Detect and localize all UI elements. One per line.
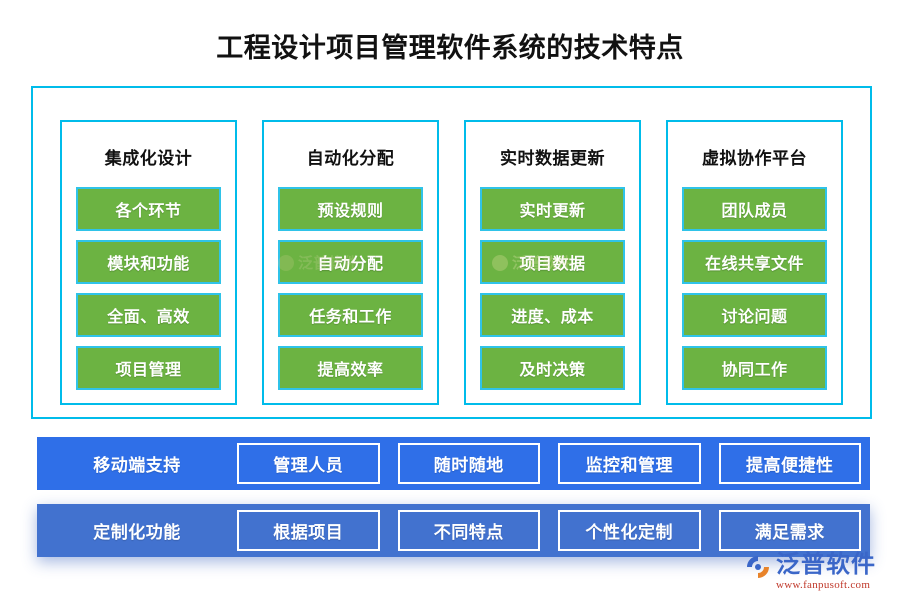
column-group: 集成化设计 各个环节 模块和功能 全面、高效 项目管理 自动化分配 预设规则 自… <box>31 86 872 419</box>
feature-chip[interactable]: 及时决策 <box>480 346 625 390</box>
feature-column-2: 自动化分配 预设规则 自动分配 任务和工作 提高效率 <box>262 120 439 405</box>
brand-logo: 泛普软件 www.fanpusoft.com <box>745 553 876 591</box>
column-title: 实时数据更新 <box>500 149 605 168</box>
feature-column-3: 实时数据更新 实时更新 项目数据 进度、成本 及时决策 <box>464 120 641 405</box>
feature-chip[interactable]: 全面、高效 <box>76 293 221 337</box>
feature-chip[interactable]: 协同工作 <box>682 346 827 390</box>
outer-frame <box>31 86 872 419</box>
feature-column-1: 集成化设计 各个环节 模块和功能 全面、高效 项目管理 <box>60 120 237 405</box>
feature-chip[interactable]: 团队成员 <box>682 187 827 231</box>
bar-chip[interactable]: 个性化定制 <box>558 510 701 551</box>
bar-item-list: 根据项目 不同特点 个性化定制 满足需求 <box>237 504 870 557</box>
brand-name: 泛普软件 <box>776 551 876 578</box>
chip-list: 各个环节 模块和功能 全面、高效 项目管理 <box>76 187 221 390</box>
feature-chip[interactable]: 项目管理 <box>76 346 221 390</box>
feature-column-4: 虚拟协作平台 团队成员 在线共享文件 讨论问题 协同工作 <box>666 120 843 405</box>
feature-chip[interactable]: 在线共享文件 <box>682 240 827 284</box>
feature-chip[interactable]: 预设规则 <box>278 187 423 231</box>
chip-list: 实时更新 项目数据 进度、成本 及时决策 <box>480 187 625 390</box>
fanpu-logo-icon <box>745 554 771 580</box>
feature-chip[interactable]: 任务和工作 <box>278 293 423 337</box>
feature-chip[interactable]: 进度、成本 <box>480 293 625 337</box>
column-title: 虚拟协作平台 <box>702 149 807 168</box>
feature-chip[interactable]: 实时更新 <box>480 187 625 231</box>
customization-bar: 定制化功能 根据项目 不同特点 个性化定制 满足需求 <box>37 504 870 557</box>
column-title: 集成化设计 <box>104 149 193 168</box>
bar-label: 定制化功能 <box>93 523 181 542</box>
bar-chip[interactable]: 监控和管理 <box>558 443 701 484</box>
feature-chip[interactable]: 各个环节 <box>76 187 221 231</box>
chip-list: 预设规则 自动分配 任务和工作 提高效率 <box>278 187 423 390</box>
bar-chip[interactable]: 满足需求 <box>718 510 861 551</box>
bar-chip[interactable]: 随时随地 <box>397 443 540 484</box>
bar-chip[interactable]: 管理人员 <box>237 443 380 484</box>
chip-list: 团队成员 在线共享文件 讨论问题 协同工作 <box>682 187 827 390</box>
bar-chip[interactable]: 不同特点 <box>397 510 540 551</box>
brand-url: www.fanpusoft.com <box>776 579 871 591</box>
feature-chip[interactable]: 讨论问题 <box>682 293 827 337</box>
bar-chip[interactable]: 根据项目 <box>237 510 380 551</box>
bar-label: 移动端支持 <box>93 456 181 475</box>
bar-chip[interactable]: 提高便捷性 <box>718 443 861 484</box>
column-title: 自动化分配 <box>306 149 395 168</box>
brand-text: 泛普软件 www.fanpusoft.com <box>776 553 876 591</box>
feature-chip[interactable]: 项目数据 <box>480 240 625 284</box>
bar-item-list: 管理人员 随时随地 监控和管理 提高便捷性 <box>237 437 870 490</box>
mobile-support-bar: 移动端支持 管理人员 随时随地 监控和管理 提高便捷性 <box>37 437 870 490</box>
page-title: 工程设计项目管理软件系统的技术特点 <box>216 33 684 63</box>
feature-chip[interactable]: 自动分配 <box>278 240 423 284</box>
feature-chip[interactable]: 提高效率 <box>278 346 423 390</box>
feature-chip[interactable]: 模块和功能 <box>76 240 221 284</box>
